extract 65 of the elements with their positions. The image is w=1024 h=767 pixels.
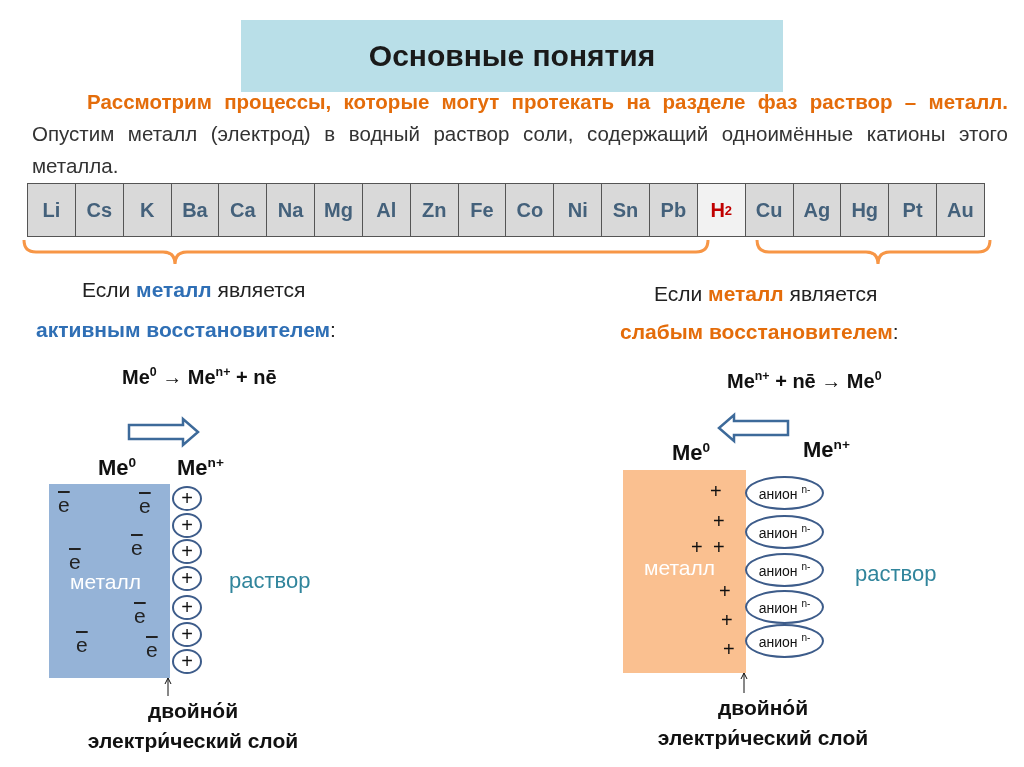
ion-ellipse: +: [172, 649, 202, 674]
positive-charge: +: [713, 510, 725, 533]
element-symbol: Cs: [75, 184, 124, 236]
reducer-type-text: слабым восстановителем:: [620, 320, 899, 345]
ion-ellipse: +: [172, 513, 202, 538]
ion-ellipse: +: [172, 566, 202, 591]
electron-symbol: e: [58, 493, 70, 518]
positive-charge: +: [721, 609, 733, 632]
species-label: Me$^{0}$: [672, 440, 711, 466]
ion-ellipse: +: [172, 622, 202, 647]
positive-charge: +: [719, 580, 731, 603]
metal-label: металл: [644, 556, 715, 580]
metal-plate: [623, 470, 746, 673]
element-symbol: Ni: [554, 184, 603, 236]
electron-symbol: e: [76, 633, 88, 658]
element-symbol: Li: [28, 184, 76, 236]
ion-ellipse: анион $^{n-}$: [745, 590, 824, 624]
ion-ellipse: анион $^{n-}$: [745, 624, 824, 658]
solution-label: раствор: [229, 568, 311, 594]
ion-ellipse: анион $^{n-}$: [745, 515, 824, 549]
slide-title: Основные понятия: [241, 20, 783, 92]
ion-ellipse: +: [172, 595, 202, 620]
ion-ellipse: анион $^{n-}$: [745, 476, 824, 510]
element-symbol: Al: [362, 184, 411, 236]
element-symbol: Ag: [793, 184, 842, 236]
element-symbol: K: [123, 184, 172, 236]
element-symbol: Mg: [315, 184, 363, 236]
element-symbol: Zn: [410, 184, 459, 236]
double-layer-label: двойно́й электри́ческий слой: [656, 695, 870, 751]
equation: Me$^{n+}$ + nē → Me$^{0}$: [727, 369, 882, 393]
species-label: Me$^{n+}$: [177, 455, 224, 481]
ion-ellipse: +: [172, 486, 202, 511]
element-symbol: Au: [937, 184, 984, 236]
element-symbol: Na: [267, 184, 316, 236]
electron-symbol: e: [134, 604, 146, 629]
positive-charge: +: [713, 536, 725, 559]
element-symbol: Sn: [602, 184, 650, 236]
species-label: Me$^{0}$: [98, 455, 137, 481]
double-layer-label: двойно́й электри́ческий слой: [86, 698, 300, 754]
metal-plate: [49, 484, 170, 678]
electron-symbol: e: [146, 638, 158, 663]
element-symbol: Ba: [171, 184, 220, 236]
condition-text: Если металл является: [82, 278, 306, 303]
intro-paragraph: Рассмотрим процессы, которые могут протекать на разделе фаз раствор – металл. Опустим металл (электрод) в водный раствор соли, содержащий одноимённые катионы этого металла.: [32, 89, 1008, 179]
element-symbol: Fe: [458, 184, 507, 236]
electron-symbol: e: [139, 494, 151, 519]
element-symbol: Hg: [841, 184, 890, 236]
positive-charge: +: [723, 638, 735, 661]
element-symbol: Co: [506, 184, 555, 236]
ion-ellipse: анион $^{n-}$: [745, 553, 824, 587]
ion-ellipse: +: [172, 539, 202, 564]
species-label: Me$^{n+}$: [803, 437, 850, 463]
element-symbol: Pb: [649, 184, 698, 236]
element-symbol: Cu: [745, 184, 794, 236]
equation: Me$^{0}$ → Me$^{n+}$ + nē: [122, 365, 277, 389]
element-symbol: Pt: [889, 184, 938, 236]
reducer-type-text: активным восстановителем:: [36, 318, 336, 343]
positive-charge: +: [710, 480, 722, 503]
condition-text: Если металл является: [654, 282, 878, 307]
leader-line: [164, 677, 172, 697]
solution-label: раствор: [855, 561, 937, 587]
leader-line: [740, 672, 748, 694]
electron-symbol: e: [131, 536, 143, 561]
positive-charge: +: [691, 536, 703, 559]
element-symbol: Ca: [219, 184, 268, 236]
